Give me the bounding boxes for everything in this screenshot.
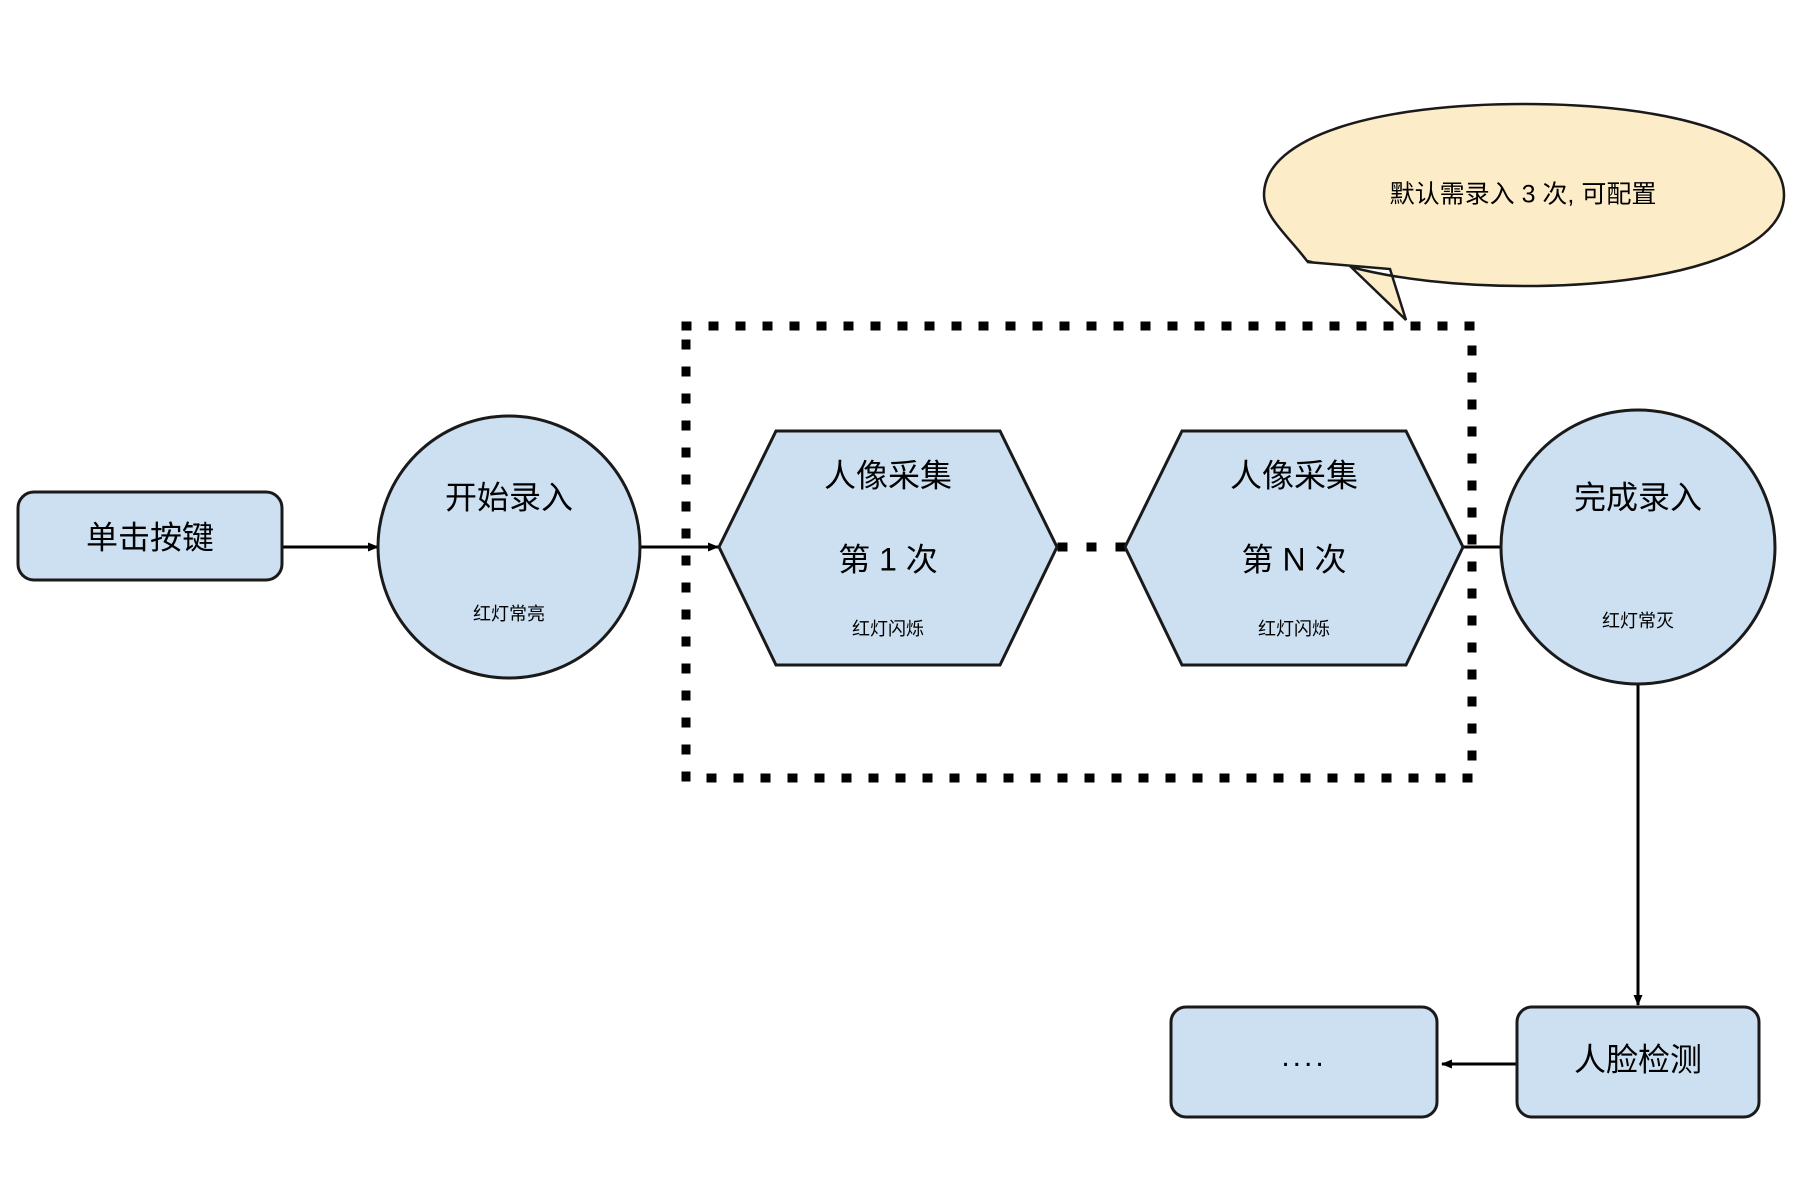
node-capture-nth-sublabel: 红灯闪烁: [1258, 619, 1330, 639]
callout-text: 默认需录入 3 次, 可配置: [1390, 181, 1657, 209]
node-button-press-label: 单击按键: [86, 519, 214, 555]
node-finish-enroll-sublabel: 红灯常灭: [1602, 611, 1674, 631]
node-more-steps-label: ....: [1281, 1040, 1326, 1073]
node-finish-enroll[interactable]: 完成录入 红灯常灭: [1499, 408, 1777, 686]
node-capture-first-label-line2: 第 1 次: [838, 541, 938, 577]
node-face-detect[interactable]: 人脸检测: [1515, 1005, 1761, 1119]
node-finish-enroll-label: 完成录入: [1574, 479, 1702, 515]
node-capture-nth-shape[interactable]: [1123, 429, 1465, 667]
node-more-steps-shape[interactable]: [1169, 1005, 1439, 1119]
node-capture-nth[interactable]: 人像采集 第 N 次 红灯闪烁: [1123, 429, 1465, 667]
node-finish-enroll-shape[interactable]: [1499, 408, 1777, 686]
node-start-enroll[interactable]: 开始录入 红灯常亮: [376, 414, 642, 680]
node-start-enroll-sublabel: 红灯常亮: [473, 604, 545, 624]
node-capture-nth-label-line2: 第 N 次: [1242, 541, 1347, 577]
node-capture-first-sublabel: 红灯闪烁: [852, 619, 924, 639]
node-face-detect-label: 人脸检测: [1574, 1041, 1702, 1077]
callout-default-enroll-count: 默认需录入 3 次, 可配置: [1262, 102, 1786, 321]
node-capture-first[interactable]: 人像采集 第 1 次 红灯闪烁: [717, 429, 1059, 667]
node-button-press-shape[interactable]: [16, 490, 284, 582]
node-start-enroll-label: 开始录入: [445, 479, 573, 515]
node-face-detect-shape[interactable]: [1515, 1005, 1761, 1119]
node-button-press[interactable]: 单击按键: [16, 490, 284, 582]
node-capture-nth-label-line1: 人像采集: [1230, 457, 1358, 493]
node-capture-first-label-line1: 人像采集: [824, 457, 952, 493]
node-capture-first-shape[interactable]: [717, 429, 1059, 667]
callout-bubble-shape: [1262, 102, 1786, 321]
node-more-steps[interactable]: ....: [1169, 1005, 1439, 1119]
node-start-enroll-shape[interactable]: [376, 414, 642, 680]
